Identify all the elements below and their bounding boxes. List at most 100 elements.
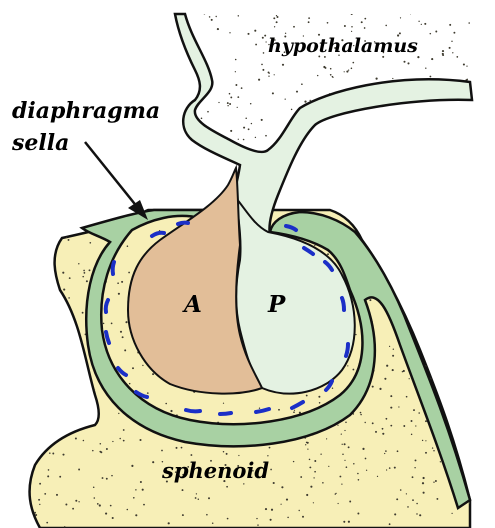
stipple-dot xyxy=(344,25,346,27)
stipple-dot xyxy=(461,428,462,429)
stipple-dot xyxy=(442,106,443,107)
stipple-dot xyxy=(112,441,113,442)
stipple-dot xyxy=(226,486,228,488)
stipple-dot xyxy=(442,53,444,55)
stipple-dot xyxy=(229,93,231,95)
stipple-dot xyxy=(276,21,278,23)
stipple-dot xyxy=(407,150,409,152)
stipple-dot xyxy=(429,260,430,261)
stipple-dot xyxy=(291,109,293,111)
stipple-dot xyxy=(314,245,315,246)
stipple-dot xyxy=(89,269,91,271)
stipple-dot xyxy=(186,150,188,152)
stipple-dot xyxy=(387,260,388,261)
blood-vessel xyxy=(113,262,114,274)
stipple-dot xyxy=(75,437,77,439)
stipple-dot xyxy=(274,74,275,75)
stipple-dot xyxy=(35,514,37,516)
stipple-dot xyxy=(382,428,384,430)
stipple-dot xyxy=(358,479,360,481)
stipple-dot xyxy=(456,56,458,58)
stipple-dot xyxy=(403,61,405,63)
stipple-dot xyxy=(451,513,452,514)
stipple-dot xyxy=(425,452,427,454)
stipple-dot xyxy=(434,283,436,285)
stipple-dot xyxy=(313,477,314,478)
stipple-dot xyxy=(449,24,451,26)
stipple-dot xyxy=(465,325,467,327)
stipple-dot xyxy=(68,297,70,299)
stipple-dot xyxy=(124,349,126,351)
blood-vessel xyxy=(106,300,108,312)
stipple-dot xyxy=(37,245,39,247)
stipple-dot xyxy=(267,455,268,456)
stipple-dot xyxy=(265,508,267,510)
stipple-dot xyxy=(276,15,277,16)
stipple-dot xyxy=(379,141,381,143)
stipple-dot xyxy=(45,340,46,341)
stipple-dot xyxy=(97,503,99,505)
stipple-dot xyxy=(328,466,329,467)
stipple-dot xyxy=(34,285,35,286)
stipple-dot xyxy=(418,247,420,249)
stipple-dot xyxy=(103,323,105,325)
stipple-dot xyxy=(274,26,275,27)
stipple-dot xyxy=(465,434,466,435)
stipple-dot xyxy=(339,476,341,478)
label-hypothalamus: hypothalamus xyxy=(268,35,418,57)
stipple-dot xyxy=(223,451,224,452)
stipple-dot xyxy=(62,272,64,274)
stipple-dot xyxy=(310,467,312,469)
stipple-dot xyxy=(79,366,81,368)
stipple-dot xyxy=(405,116,407,118)
stipple-dot xyxy=(326,438,327,439)
stipple-dot xyxy=(385,130,386,131)
stipple-dot xyxy=(454,228,455,229)
stipple-dot xyxy=(227,518,229,520)
stipple-dot xyxy=(459,346,461,348)
stipple-dot xyxy=(419,240,421,242)
stipple-dot xyxy=(376,120,378,122)
stipple-dot xyxy=(413,409,415,411)
stipple-dot xyxy=(330,74,332,76)
stipple-dot xyxy=(400,226,402,228)
stipple-dot xyxy=(125,321,127,323)
stipple-dot xyxy=(309,459,311,461)
stipple-dot xyxy=(351,26,353,28)
stipple-dot xyxy=(386,469,387,470)
stipple-dot xyxy=(434,211,436,213)
stipple-dot xyxy=(169,206,170,207)
stipple-dot xyxy=(371,228,373,230)
stipple-dot xyxy=(245,118,247,120)
stipple-dot xyxy=(468,22,470,24)
stipple-dot xyxy=(434,350,436,352)
stipple-dot xyxy=(420,242,422,244)
stipple-dot xyxy=(384,378,386,380)
stipple-dot xyxy=(255,44,257,46)
stipple-dot xyxy=(407,215,409,217)
stipple-dot xyxy=(459,328,461,330)
stipple-dot xyxy=(47,475,49,477)
stipple-dot xyxy=(453,303,454,304)
stipple-dot xyxy=(415,459,417,461)
stipple-dot xyxy=(83,270,85,272)
stipple-dot xyxy=(78,232,79,233)
stipple-dot xyxy=(421,24,422,25)
stipple-dot xyxy=(268,76,269,77)
stipple-dot xyxy=(204,13,206,15)
stipple-dot xyxy=(209,105,211,107)
stipple-dot xyxy=(307,448,308,449)
stipple-dot xyxy=(217,28,219,30)
stipple-dot xyxy=(66,393,67,394)
stipple-dot xyxy=(201,118,203,120)
stipple-dot xyxy=(365,239,367,241)
stipple-dot xyxy=(412,476,414,478)
stipple-dot xyxy=(414,325,416,327)
stipple-dot xyxy=(346,466,348,468)
stipple-dot xyxy=(196,493,197,494)
stipple-dot xyxy=(457,428,459,430)
stipple-dot xyxy=(447,388,449,390)
stipple-dot xyxy=(394,235,396,237)
stipple-dot xyxy=(222,73,224,75)
stipple-dot xyxy=(432,221,434,223)
